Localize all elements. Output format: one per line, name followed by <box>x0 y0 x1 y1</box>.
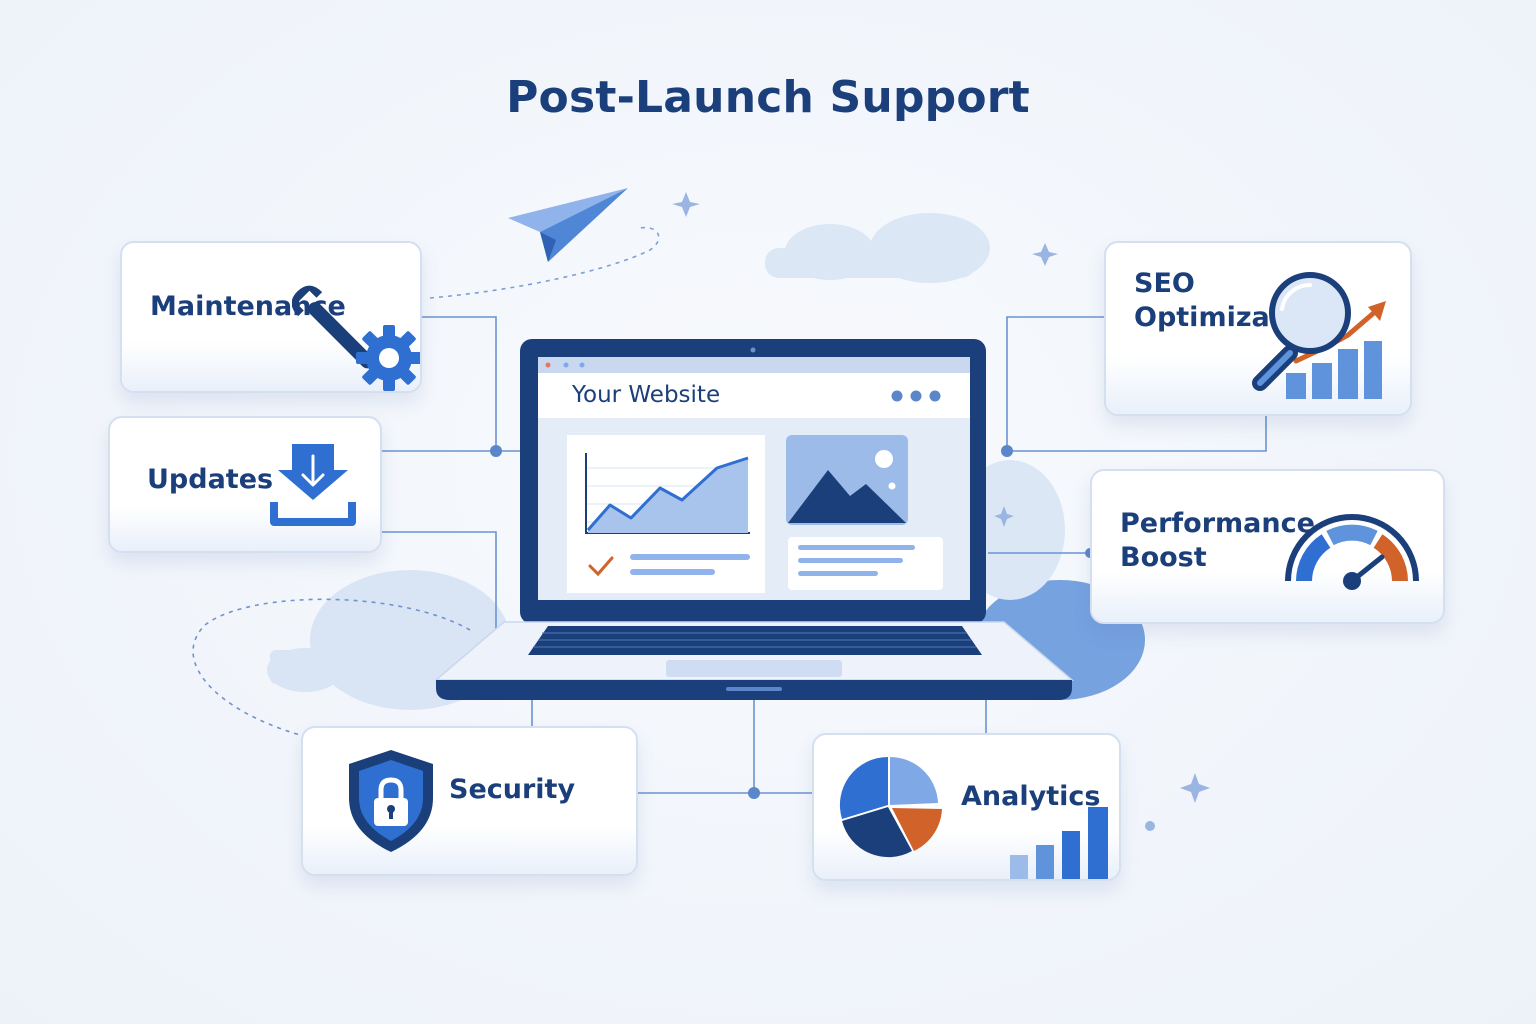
download-icon <box>270 444 356 526</box>
performance-label-line2: Boost <box>1120 542 1207 573</box>
card-seo: SEO Optimization <box>1104 241 1412 416</box>
website-title: Your Website <box>572 382 721 408</box>
page-title: Post-Launch Support <box>506 72 1030 123</box>
wrench-gear-icon <box>292 285 420 391</box>
sparkles <box>672 192 1210 831</box>
card-analytics: Analytics <box>812 733 1121 881</box>
speedometer-icon <box>1285 514 1419 590</box>
card-security: Security <box>301 726 638 876</box>
card-maintenance: Maintenance <box>120 241 422 393</box>
keyboard <box>528 626 982 655</box>
performance-label-line1: Performance <box>1120 508 1315 539</box>
card-performance: Performance Boost <box>1090 469 1445 624</box>
dashed-loop <box>192 598 471 736</box>
security-label: Security <box>449 774 576 805</box>
updates-label: Updates <box>147 464 274 495</box>
shield-lock-icon <box>349 750 433 852</box>
cloud-top <box>765 213 990 283</box>
magnifier-growth-icon <box>1252 272 1386 399</box>
connector-dots <box>490 445 1095 799</box>
seo-label-line1: SEO <box>1134 268 1195 299</box>
plane-trail <box>429 226 660 299</box>
card-updates: Updates <box>108 416 382 553</box>
menu-dot-icon <box>891 390 903 402</box>
trackpad <box>666 660 842 677</box>
paper-plane-icon <box>508 188 628 262</box>
check-icon <box>588 556 614 577</box>
bar-chart-icon <box>1010 807 1108 879</box>
pie-chart-icon <box>839 756 942 858</box>
analytics-label: Analytics <box>961 781 1101 812</box>
